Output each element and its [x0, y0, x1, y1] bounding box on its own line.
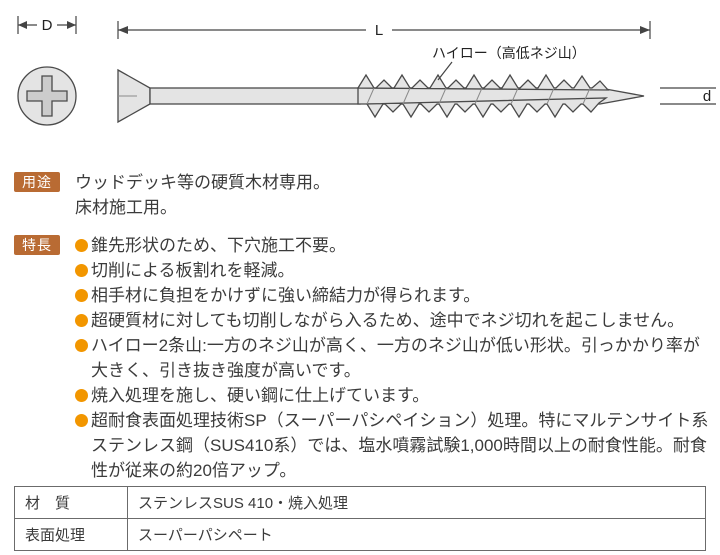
- feature-item: 切削による板割れを軽減。: [75, 258, 710, 283]
- usage-section: 用途 ウッドデッキ等の硬質木材専用。 床材施工用。: [14, 170, 710, 220]
- dimension-L: L: [117, 21, 651, 39]
- feature-text: 超硬質材に対しても切削しながら入るため、途中でネジ切れを起こしません。: [91, 311, 685, 330]
- feature-item: ハイロー2条山:一方のネジ山が高く、一方のネジ山が低い形状。引っかかり率が大きく…: [75, 333, 710, 383]
- dimension-D: D: [17, 16, 77, 34]
- spec-value-cell: スーパーパシペート: [127, 518, 706, 551]
- table-row: 表面処理 スーパーパシペート: [14, 518, 706, 551]
- dimension-d: d: [660, 87, 716, 105]
- dim-label-d: d: [703, 88, 711, 105]
- table-row: 材 質 ステンレスSUS 410・焼入処理: [14, 486, 706, 519]
- bullet-icon: [75, 414, 88, 427]
- features-tag: 特長: [14, 235, 60, 255]
- screw-head-front-view: [17, 66, 77, 126]
- feature-text: ハイロー2条山:一方のネジ山が高く、一方のネジ山が低い形状。引っかかり率が大きく…: [91, 336, 700, 380]
- feature-item: 超耐食表面処理技術SP（スーパーパシペイション）処理。特にマルテンサイト系ステン…: [75, 408, 710, 483]
- spec-table: 材 質 ステンレスSUS 410・焼入処理 表面処理 スーパーパシペート: [14, 486, 706, 551]
- usage-tag: 用途: [14, 172, 60, 192]
- thread-crests-top: [356, 73, 610, 91]
- feature-item: 相手材に負担をかけずに強い締結力が得られます。: [75, 283, 710, 308]
- feature-text: 焼入処理を施し、硬い鋼に仕上げています。: [91, 386, 430, 405]
- bullet-icon: [75, 339, 88, 352]
- screw-diagram: D L: [17, 16, 716, 126]
- screw-side-view: [117, 68, 645, 124]
- thread-spiral-lines: [366, 87, 591, 105]
- feature-item: 超硬質材に対しても切削しながら入るため、途中でネジ切れを起こしません。: [75, 308, 710, 333]
- feature-text: 相手材に負担をかけずに強い締結力が得られます。: [91, 286, 481, 305]
- thread-crests-bottom: [365, 97, 609, 119]
- bullet-icon: [75, 314, 88, 327]
- thread-type-callout: ハイロー（高低ネジ山）: [432, 45, 586, 81]
- usage-body: ウッドデッキ等の硬質木材専用。 床材施工用。: [75, 170, 710, 220]
- spec-label-cell: 材 質: [14, 486, 128, 519]
- feature-text: 超耐食表面処理技術SP（スーパーパシペイション）処理。特にマルテンサイト系ステン…: [91, 411, 709, 480]
- dim-label-D: D: [42, 17, 53, 34]
- usage-line: 床材施工用。: [75, 198, 177, 217]
- screw-shaft: [149, 87, 361, 105]
- spec-label-cell: 表面処理: [14, 518, 128, 551]
- feature-item: 焼入処理を施し、硬い鋼に仕上げています。: [75, 383, 710, 408]
- usage-line: ウッドデッキ等の硬質木材専用。: [75, 173, 330, 192]
- bullet-icon: [75, 239, 88, 252]
- feature-text: 切削による板割れを軽減。: [91, 261, 295, 280]
- phillips-cross-icon: [26, 75, 68, 117]
- dim-label-L: L: [375, 22, 383, 39]
- bullet-icon: [75, 389, 88, 402]
- features-section: 特長 錐先形状のため、下穴施工不要。 切削による板割れを軽減。 相手材に負担をか…: [14, 233, 710, 483]
- bullet-icon: [75, 264, 88, 277]
- features-list: 錐先形状のため、下穴施工不要。 切削による板割れを軽減。 相手材に負担をかけずに…: [75, 233, 710, 483]
- feature-text: 錐先形状のため、下穴施工不要。: [91, 236, 346, 255]
- thread-type-label: ハイロー（高低ネジ山）: [432, 45, 586, 61]
- feature-item: 錐先形状のため、下穴施工不要。: [75, 233, 710, 258]
- bullet-icon: [75, 289, 88, 302]
- spec-value-cell: ステンレスSUS 410・焼入処理: [127, 486, 706, 519]
